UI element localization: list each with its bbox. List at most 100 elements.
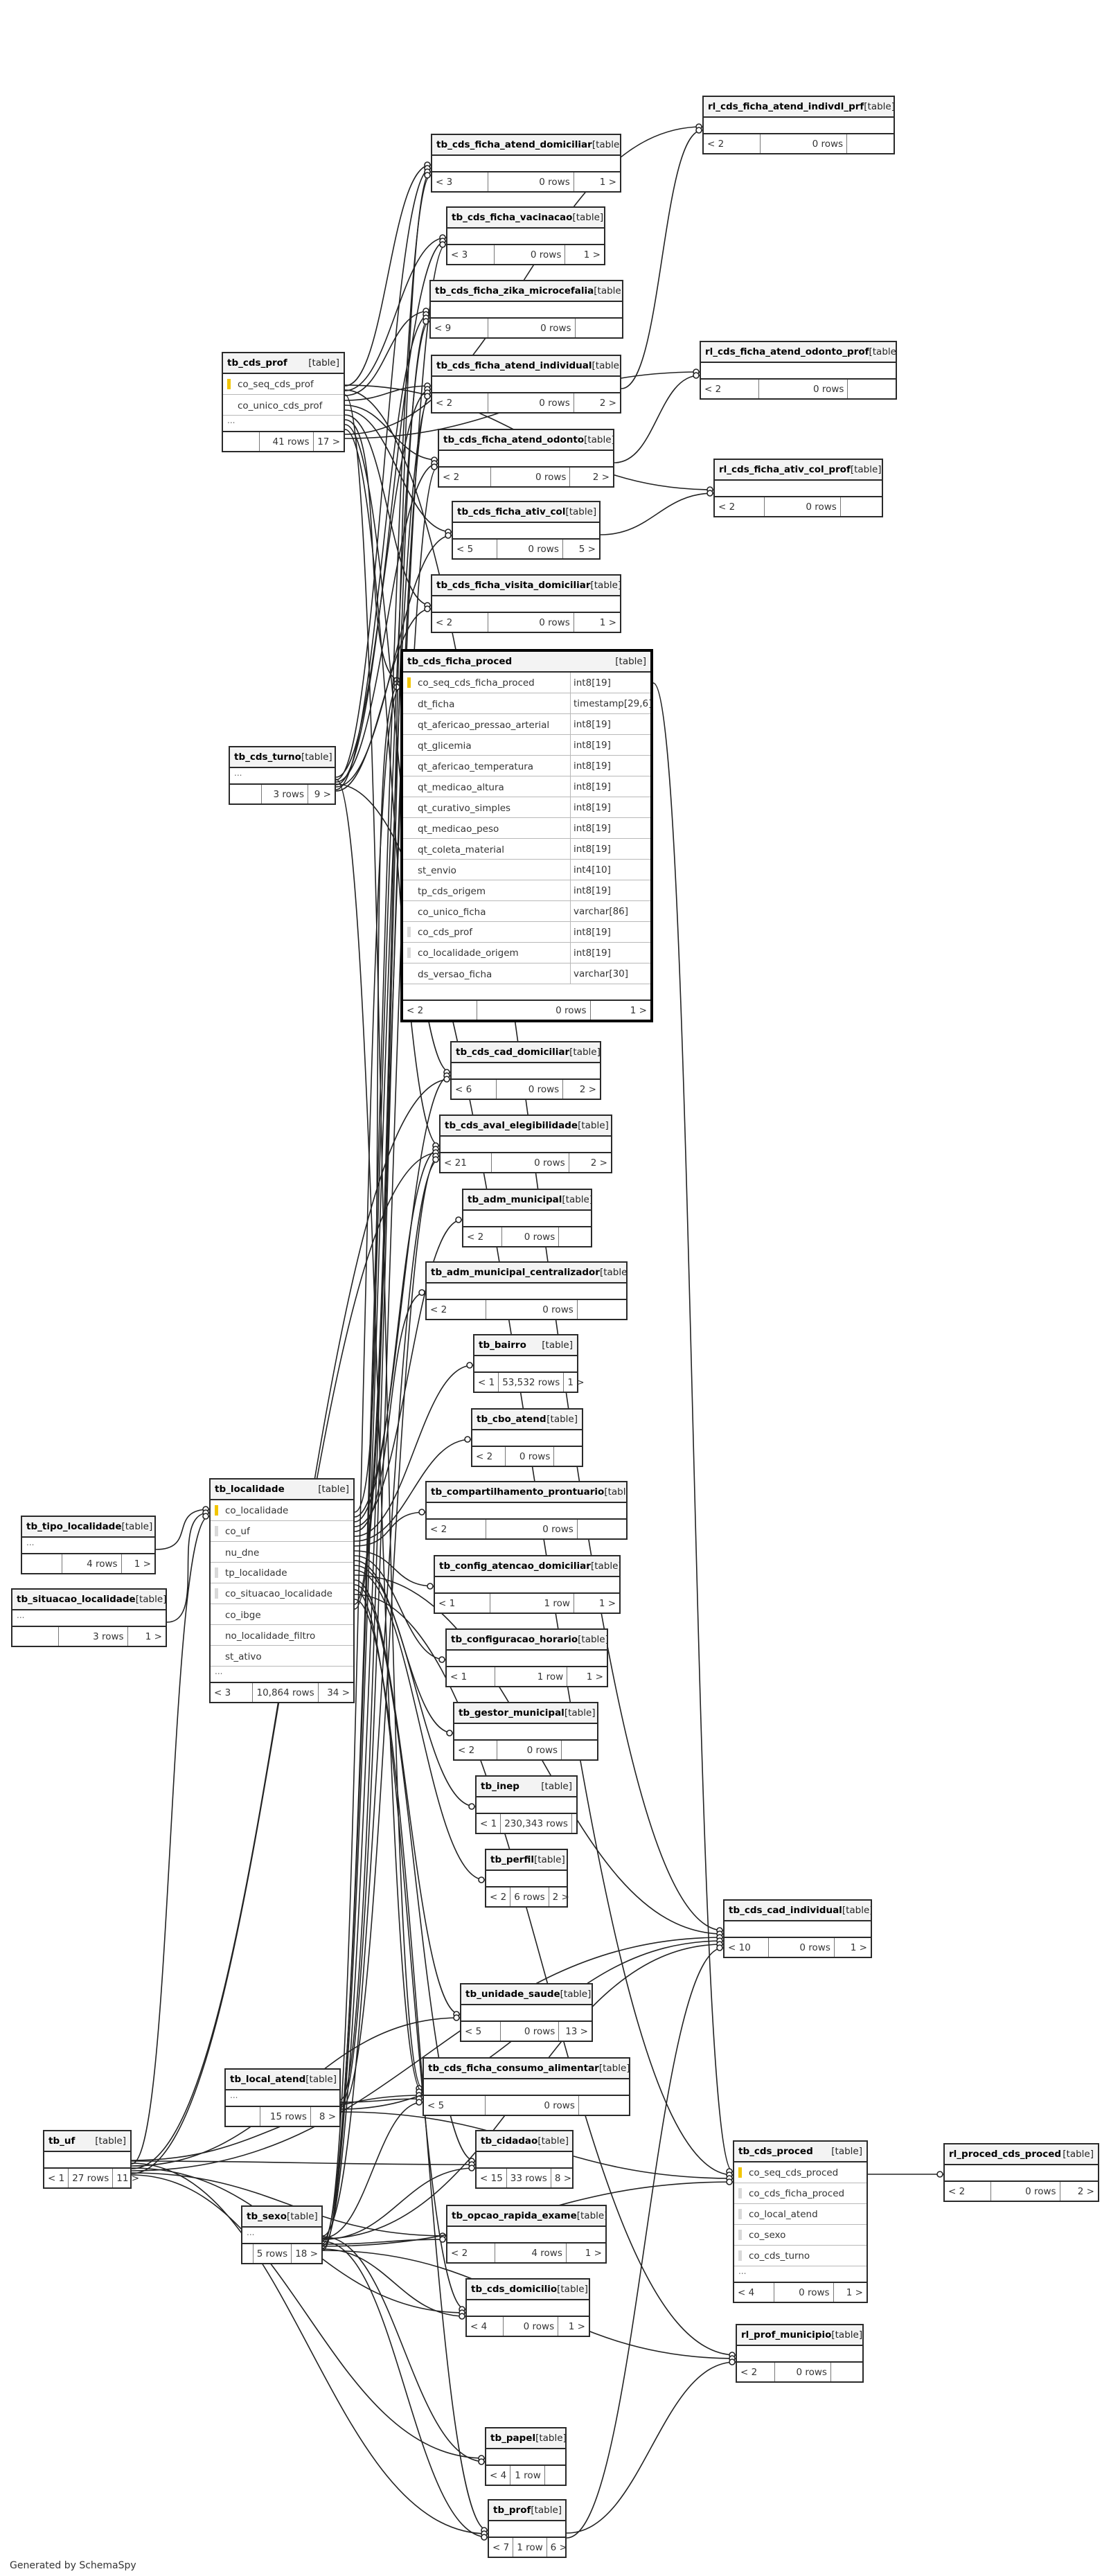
table-name[interactable]: tb_cds_cad_individual [729, 1905, 842, 1916]
table-header[interactable]: tb_tipo_localidade[table] [22, 1517, 154, 1538]
table-header[interactable]: tb_gestor_municipal[table] [454, 1703, 597, 1724]
table-name[interactable]: tb_unidade_saude [465, 1989, 560, 2000]
table-name[interactable]: tb_cds_aval_elegibilidade [445, 1120, 578, 1131]
table-name[interactable]: tb_cds_ficha_consumo_alimentar [428, 2063, 599, 2074]
table-header[interactable]: tb_bairro[table] [474, 1335, 577, 1356]
table-header[interactable]: tb_cds_proced[table] [734, 2142, 867, 2162]
table-name[interactable]: tb_bairro [479, 1340, 526, 1351]
table-name[interactable]: tb_papel [490, 2433, 536, 2444]
table-header[interactable]: tb_cds_ficha_vacinacao[table] [447, 208, 604, 229]
table-name[interactable]: tb_cds_cad_domiciliar [456, 1047, 570, 1058]
table-header[interactable]: tb_compartilhamento_prontuario[table] [427, 1482, 626, 1503]
table-name[interactable]: tb_inep [481, 1781, 519, 1792]
table-name[interactable]: tb_localidade [215, 1484, 285, 1495]
table-name[interactable]: tb_cds_ficha_vacinacao [452, 212, 573, 223]
table-header[interactable]: tb_adm_municipal[table] [463, 1190, 591, 1211]
table-name[interactable]: rl_proced_cds_proced [949, 2149, 1062, 2160]
table-header[interactable]: tb_cds_ficha_consumo_alimentar[table] [424, 2059, 629, 2079]
column-row[interactable]: co_seq_cds_proced [734, 2162, 867, 2183]
table-name[interactable]: tb_tipo_localidade [26, 1521, 122, 1532]
table-header[interactable]: tb_cidadao[table] [477, 2131, 572, 2152]
table-header[interactable]: tb_cds_ficha_atend_domiciliar[table] [432, 135, 620, 156]
table-header[interactable]: tb_prof[table] [489, 2501, 565, 2521]
table-header[interactable]: tb_adm_municipal_centralizador[table] [427, 1263, 626, 1283]
table-rl-cds-ficha-atend-indivdl-prf[interactable]: rl_cds_ficha_atend_indivdl_prf[table]< 2… [702, 96, 895, 154]
column-row[interactable]: co_local_atend [734, 2204, 867, 2225]
table-name[interactable]: tb_cds_domicilio [471, 2284, 558, 2295]
table-name[interactable]: rl_cds_ficha_ativ_col_prof [719, 464, 851, 475]
table-name[interactable]: rl_cds_ficha_atend_indivdl_prf [708, 101, 864, 112]
table-header[interactable]: tb_cds_ficha_proced[table] [403, 652, 650, 673]
table-header[interactable]: tb_cds_cad_domiciliar[table] [452, 1042, 600, 1063]
column-row[interactable]: co_cds_turno [734, 2246, 867, 2266]
table-name[interactable]: tb_adm_municipal_centralizador [431, 1267, 600, 1278]
table-header[interactable]: rl_cds_ficha_ativ_col_prof[table] [715, 460, 882, 481]
table-name[interactable]: tb_sexo [247, 2211, 287, 2222]
column-row[interactable]: no_localidade_filtro [211, 1625, 353, 1646]
table-header[interactable]: tb_cds_ficha_zika_microcefalia[table] [431, 281, 622, 302]
table-header[interactable]: tb_cds_turno[table] [230, 747, 335, 768]
table-name[interactable]: tb_cds_ficha_atend_domiciliar [436, 139, 592, 150]
column-row[interactable]: co_sexo [734, 2225, 867, 2246]
table-tb-cds-ficha-consumo-alimentar[interactable]: tb_cds_ficha_consumo_alimentar[table]< 5… [423, 2057, 630, 2116]
table-tb-cds-ficha-visita-domiciliar[interactable]: tb_cds_ficha_visita_domiciliar[table]< 2… [431, 574, 621, 633]
column-row[interactable]: co_localidade [211, 1500, 353, 1521]
table-name[interactable]: tb_config_atencao_domiciliar [439, 1561, 591, 1572]
table-name[interactable]: tb_configuracao_horario [451, 1634, 578, 1645]
table-name[interactable]: rl_cds_ficha_atend_odonto_prof [705, 346, 869, 357]
table-name[interactable]: tb_cidadao [481, 2135, 538, 2147]
table-header[interactable]: tb_cbo_atend[table] [472, 1410, 582, 1430]
column-row[interactable]: co_unico_cds_prof [223, 395, 344, 416]
table-header[interactable]: tb_cds_domicilio[table] [467, 2280, 589, 2300]
table-name[interactable]: tb_opcao_rapida_exame [452, 2210, 577, 2221]
table-name[interactable]: tb_compartilhamento_prontuario [431, 1486, 605, 1498]
table-name[interactable]: tb_local_atend [230, 2074, 306, 2085]
table-header[interactable]: tb_local_atend[table] [226, 2070, 339, 2090]
table-header[interactable]: tb_uf[table] [44, 2131, 130, 2152]
table-header[interactable]: tb_opcao_rapida_exame[table] [447, 2206, 605, 2227]
table-name[interactable]: tb_cds_ficha_atend_individual [436, 360, 592, 371]
table-header[interactable]: tb_cds_ficha_atend_individual[table] [432, 356, 620, 377]
table-name[interactable]: tb_cds_proced [738, 2146, 813, 2157]
table-name[interactable]: tb_cds_prof [227, 357, 287, 368]
table-name[interactable]: tb_cds_ficha_proced [407, 656, 513, 667]
column-row[interactable]: co_cds_ficha_proced [734, 2183, 867, 2204]
table-name[interactable]: tb_gestor_municipal [459, 1707, 565, 1718]
table-header[interactable]: tb_perfil[table] [486, 1850, 567, 1871]
table-name[interactable]: rl_prof_municipio [741, 2329, 832, 2340]
table-name[interactable]: tb_cds_ficha_visita_domiciliar [436, 580, 591, 591]
